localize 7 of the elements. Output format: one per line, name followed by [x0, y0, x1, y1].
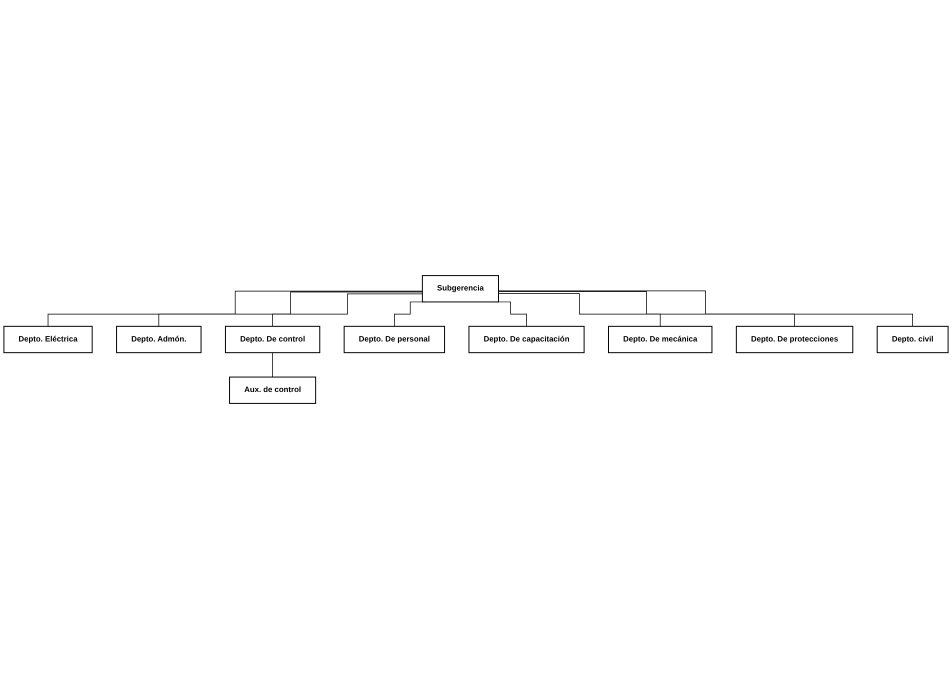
connector [158, 292, 423, 327]
connector [48, 290, 423, 327]
connector [272, 294, 423, 327]
connector [498, 291, 795, 327]
connector [498, 290, 913, 327]
connector [498, 293, 661, 327]
connector [272, 352, 273, 378]
